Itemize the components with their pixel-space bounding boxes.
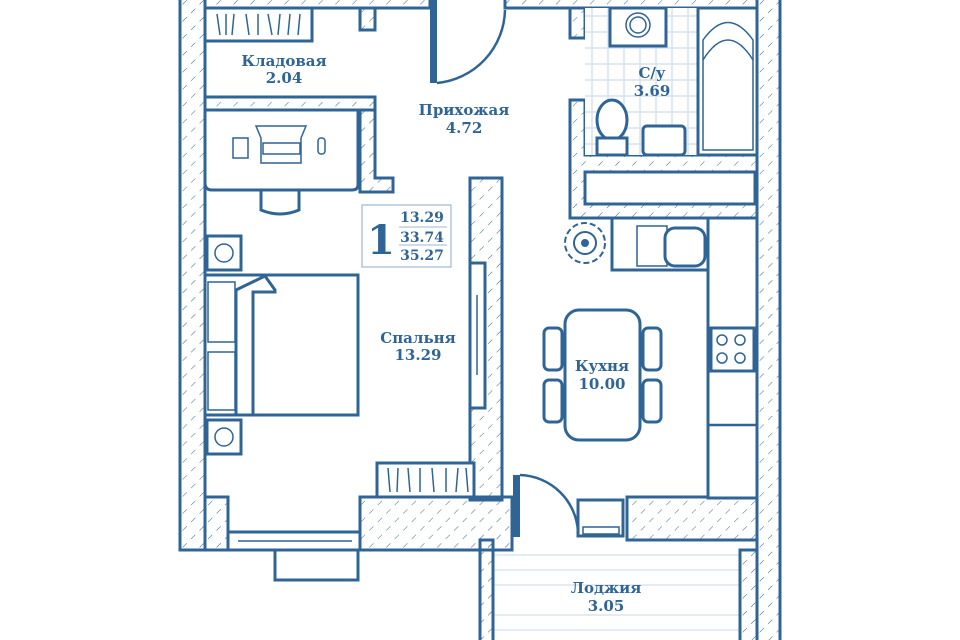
washing-machine-inner-icon [629,16,647,34]
bathtub-inner-icon [702,21,754,151]
toilet-tank [595,136,629,157]
entry-door[interactable] [430,0,437,83]
bedroom-corner-wall [358,108,395,194]
right-wall [755,0,782,640]
washing-machine-drum-icon [625,12,651,38]
dining-table [563,308,642,442]
loggia-left-wall [478,538,495,640]
laptop-screen [262,142,301,155]
desk [203,108,360,192]
left-wall [178,0,207,552]
bath-wall-top [568,6,587,40]
loggia-floor [493,554,740,631]
radiator [576,498,625,538]
stove [709,326,756,373]
hangers-icon [216,13,301,36]
loggia-name: Лоджия [571,579,642,597]
kitchen-area: 10.00 [579,375,626,393]
wardrobe [375,461,476,499]
hangers-icon [387,467,469,493]
rooms-count: 1 [367,217,395,264]
bed [203,273,360,417]
bottom-wall-kitchen [625,495,759,542]
window-sill [273,548,360,582]
hallway-area: 4.72 [446,119,483,137]
bathroom-name: С/у [638,64,665,82]
pillar [358,6,377,32]
plant-icon [564,222,606,264]
bathroom-sink-icon [641,124,687,157]
nightstand-top [205,234,243,272]
mouse-icon [317,137,326,155]
kitchen-sink-icon [663,226,707,268]
kitchen-name: Кухня [575,357,629,375]
lamp-icon [214,427,234,447]
phone-icon [232,137,249,159]
chair-icon [542,326,564,372]
walls [178,0,782,640]
living-area: 13.29 [400,210,444,226]
washing-machine [608,6,668,48]
balcony-door[interactable] [513,475,520,537]
balcony-door-arc [519,473,580,533]
pantry-bedroom-wall [203,95,377,112]
loggia-area: 3.05 [588,597,625,615]
total-with-loggia: 35.27 [400,248,444,264]
bottom-wall-left [203,495,230,552]
bathroom-area: 3.69 [634,82,671,100]
chair-icon [641,378,663,424]
toilet-icon [595,98,629,142]
stove-burners-icon [716,334,746,364]
loggia-right-wall [738,548,759,640]
bedroom-area: 13.29 [395,346,442,364]
radiator-fins [582,526,620,535]
laptop-icon [254,125,308,164]
nightstand-bottom [205,418,243,456]
summary-box [361,204,452,268]
door-swing-arc [436,9,507,85]
chair-icon [259,188,301,216]
pantry-area: 2.04 [266,69,303,87]
shaft [583,170,757,206]
bedroom-name: Спальня [380,329,455,347]
chair-icon [542,378,564,424]
hallway-name: Прихожая [419,101,510,119]
total-area: 33.74 [400,230,444,246]
chair-icon [641,326,663,372]
bathtub [696,6,759,157]
bathtub-edge [702,39,754,61]
blanket-fold [234,274,277,417]
lamp-icon [214,243,234,263]
pantry-name: Кладовая [241,52,326,70]
